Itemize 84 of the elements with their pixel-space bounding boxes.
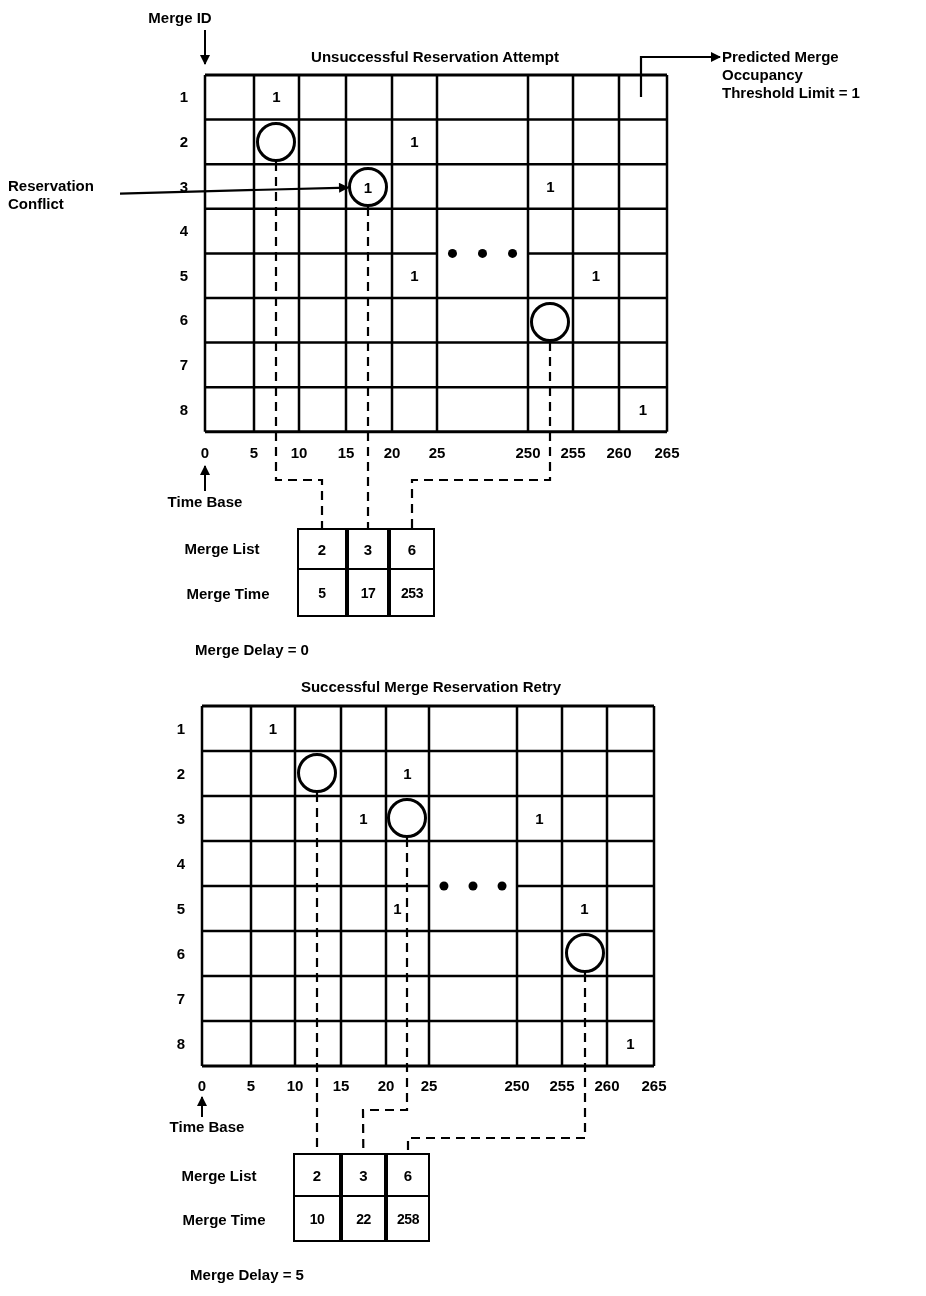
dashed-connector [410,342,552,528]
merge-time-cell: 17 [347,568,389,617]
row-number: 5 [176,900,186,917]
occupancy-count: 1 [580,900,589,917]
row-number: 1 [179,89,189,106]
occupancy-count: 1 [638,401,648,418]
occupancy-count: 1 [626,1035,635,1052]
tick-label: 260 [594,1077,620,1095]
merge-time-cell: 5 [297,568,347,617]
tick-label: 25 [420,1077,438,1095]
reservation-circle [297,753,337,793]
row-number: 2 [176,765,186,782]
occupancy-count: 1 [403,765,412,782]
tick-label: 255 [549,1077,575,1095]
tick-label: 0 [197,1077,207,1095]
axis-title: Time Base [167,493,243,511]
occupancy-count: 1 [272,89,281,106]
tick-label: 260 [606,444,632,462]
row-number: 4 [176,855,186,872]
dashed-connector [406,973,587,1153]
reservation-circle [530,302,570,342]
row-number: 6 [179,312,189,329]
grid-title: Unsuccessful Reservation Attempt [311,48,559,66]
merge-list-cell: 2 [297,528,347,570]
occupancy-count: 1 [591,267,601,284]
tick-label: 5 [249,444,259,462]
merge-list-cell: 6 [386,1153,430,1197]
row-heading: Merge Time [186,585,270,603]
row-number: 7 [179,356,189,374]
tick-label: 10 [290,444,308,462]
occupancy-count: 1 [393,900,402,917]
reservation-circle [565,933,605,973]
row-heading: Merge Time [182,1211,266,1229]
note-text: Merge Delay = 0 [195,641,309,659]
merge-time-cell: 253 [389,568,435,617]
dashed-connector [366,207,370,528]
tick-label: 15 [332,1077,350,1095]
occupancy-count: 1 [410,133,419,151]
row-heading: Merge List [181,1167,257,1185]
annotation-text: Predicted Merge Occupancy Threshold Limit = 1 [722,48,872,102]
merge-time-cell: 10 [293,1195,341,1242]
tick-label: 265 [641,1077,667,1095]
row-number: 1 [176,720,186,737]
merge-list-cell: 3 [347,528,389,570]
axis-title: Merge ID [148,9,212,27]
row-number: 4 [179,222,189,240]
tick-label: 250 [504,1077,530,1095]
tick-label: 0 [200,444,210,462]
occupancy-count: 1 [535,810,544,827]
occupancy-count: 1 [410,267,419,284]
occupancy-count: 1 [546,178,555,195]
reservation-circle [256,122,296,162]
occupancy-count: 1 [268,720,278,737]
conflict-circle: 1 [348,167,388,207]
row-heading: Merge List [184,540,260,558]
tick-label: 5 [246,1077,256,1095]
row-number: 7 [176,990,186,1007]
row-number: 8 [179,401,189,418]
callout-label: Reservation Conflict [8,177,120,213]
reservation-circle [387,798,427,838]
merge-time-cell: 258 [386,1195,430,1242]
tick-label: 15 [337,444,355,462]
merge-list-cell: 3 [341,1153,386,1197]
tick-label: 10 [286,1077,304,1095]
row-number: 5 [179,267,189,284]
axis-title: Time Base [169,1118,245,1136]
row-number: 8 [176,1035,186,1052]
merge-time-cell: 22 [341,1195,386,1242]
occupancy-count: 1 [359,810,368,827]
arrow [639,52,721,97]
merge-list-cell: 2 [293,1153,341,1197]
row-number: 6 [176,945,186,962]
note-text: Merge Delay = 5 [190,1266,304,1284]
tick-label: 20 [383,444,401,462]
tick-label: 265 [654,444,680,462]
tick-label: 20 [377,1077,395,1095]
grid-title: Successful Merge Reservation Retry [300,678,562,696]
tick-label: 255 [560,444,586,462]
row-number: 3 [176,810,186,827]
row-number: 2 [179,133,189,151]
merge-list-cell: 6 [389,528,435,570]
tick-label: 250 [515,444,541,462]
tick-label: 25 [428,444,446,462]
dashed-connector [274,162,324,528]
